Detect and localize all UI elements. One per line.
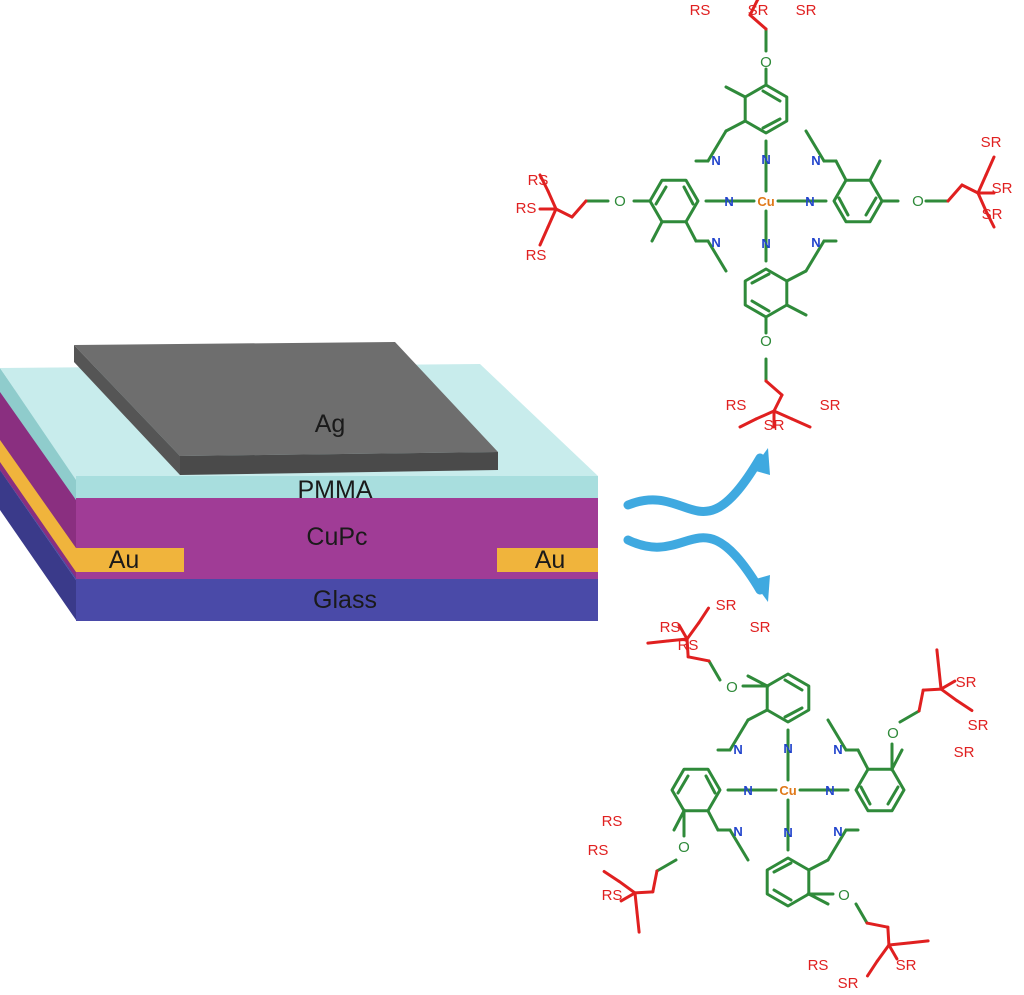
pmma-label: PMMA (298, 476, 373, 504)
glass-layer-side (0, 470, 76, 620)
svg-text:RS: RS (808, 957, 829, 974)
svg-text:N: N (733, 742, 742, 757)
svg-text:SR: SR (956, 674, 977, 691)
svg-text:O: O (760, 54, 772, 71)
svg-text:SR: SR (896, 957, 917, 974)
svg-text:O: O (912, 193, 924, 210)
svg-text:O: O (887, 725, 899, 742)
svg-text:O: O (760, 333, 772, 350)
pmma-layer-front (76, 476, 598, 498)
svg-text:SR: SR (748, 2, 769, 19)
svg-text:RS: RS (660, 619, 681, 636)
arrow-to-bottom-molecule (623, 533, 765, 595)
au-electrode-right (497, 548, 598, 572)
au-stripe-side (0, 440, 76, 572)
glass-label: Glass (313, 586, 377, 614)
cupc-label: CuPc (306, 523, 367, 551)
ag-electrode-front (180, 452, 498, 475)
svg-text:SR: SR (981, 134, 1002, 151)
device-stack: Ag PMMA CuPc Au Au Glass (0, 342, 598, 621)
bottom-molecule-cu: Cu (779, 783, 796, 798)
svg-text:N: N (711, 153, 720, 168)
svg-text:RS: RS (678, 637, 699, 654)
glass-layer-front (76, 578, 598, 621)
svg-text:N: N (825, 783, 834, 798)
svg-text:RS: RS (690, 2, 711, 19)
svg-text:N: N (805, 194, 814, 209)
svg-text:N: N (743, 783, 752, 798)
ag-electrode-side (74, 345, 180, 475)
au-right-label: Au (535, 546, 566, 574)
ag-electrode-top (74, 342, 498, 456)
svg-text:N: N (761, 152, 770, 167)
svg-text:O: O (838, 887, 850, 904)
ag-label: Ag (315, 410, 346, 438)
svg-text:SR: SR (982, 206, 1003, 223)
svg-text:N: N (724, 194, 733, 209)
svg-text:SR: SR (838, 975, 859, 992)
crossing-arrows (623, 448, 770, 602)
svg-text:N: N (811, 235, 820, 250)
top-molecule-cu: Cu (757, 194, 774, 209)
svg-text:O: O (726, 679, 738, 696)
arrow-bottom-head (752, 575, 770, 602)
svg-text:SR: SR (968, 717, 989, 734)
svg-text:N: N (833, 742, 842, 757)
au-left-label: Au (109, 546, 140, 574)
svg-text:N: N (711, 235, 720, 250)
svg-text:N: N (783, 825, 792, 840)
svg-text:N: N (811, 153, 820, 168)
svg-text:RS: RS (516, 200, 537, 217)
svg-text:RS: RS (726, 397, 747, 414)
bottom-molecule: N N N N N N N N Cu O O O O RS SR SR RS S… (588, 597, 989, 992)
svg-text:RS: RS (528, 172, 549, 189)
svg-text:RS: RS (588, 842, 609, 859)
svg-text:O: O (614, 193, 626, 210)
svg-text:RS: RS (602, 813, 623, 830)
svg-text:SR: SR (820, 397, 841, 414)
svg-text:O: O (678, 839, 690, 856)
svg-text:SR: SR (716, 597, 737, 614)
svg-text:N: N (833, 824, 842, 839)
svg-text:RS: RS (602, 887, 623, 904)
svg-text:SR: SR (992, 180, 1013, 197)
pmma-layer-side (0, 368, 76, 500)
svg-text:SR: SR (796, 2, 817, 19)
svg-text:N: N (783, 741, 792, 756)
svg-text:N: N (761, 236, 770, 251)
svg-text:N: N (733, 824, 742, 839)
top-molecule: N N N N N N N N Cu O O O O RS SR SR RS S… (516, 0, 1013, 434)
au-electrode-left (76, 548, 184, 572)
svg-text:SR: SR (764, 417, 785, 434)
svg-text:SR: SR (750, 619, 771, 636)
arrow-to-top-molecule (623, 453, 765, 516)
svg-text:RS: RS (526, 247, 547, 264)
svg-text:SR: SR (954, 744, 975, 761)
arrow-top-head (752, 448, 770, 475)
